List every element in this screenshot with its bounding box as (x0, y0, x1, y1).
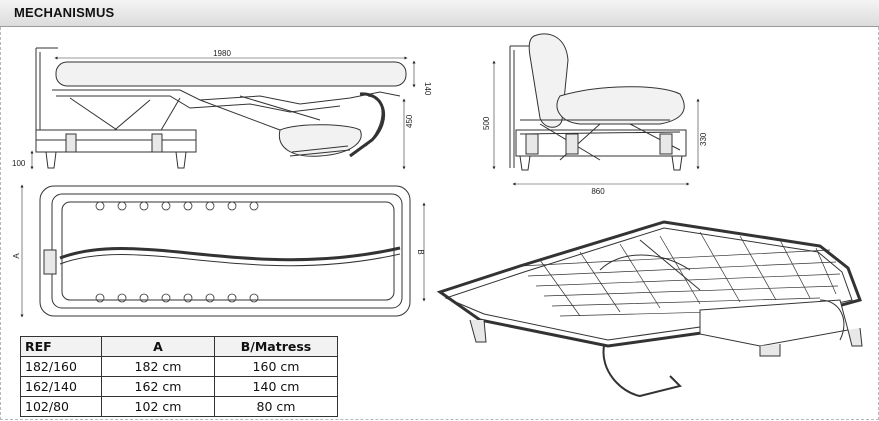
bed-frame-perspective (436, 220, 863, 398)
dim-side-leg: 100 (12, 159, 26, 168)
sofa-side-view-drawing (492, 33, 700, 186)
dim-side-length: 1980 (213, 49, 231, 58)
section-header: MECHANISMUS (0, 0, 879, 27)
dim-sofa-depth: 860 (591, 187, 605, 196)
cell-b: 160 cm (214, 356, 338, 377)
col-header-a: A (101, 336, 215, 357)
cell-b: 80 cm (214, 396, 338, 417)
dim-plan-width: A (12, 253, 21, 259)
cell-ref: 102/80 (20, 396, 102, 417)
cell-ref: 182/160 (20, 356, 102, 377)
cell-a: 162 cm (101, 376, 215, 397)
cell-ref: 162/140 (20, 376, 102, 397)
dim-side-thickness: 140 (423, 82, 432, 96)
col-header-b-matress: B/Matress (214, 336, 338, 357)
dim-sofa-height: 500 (482, 116, 491, 130)
ref-table: REF A B/Matress 182/160 182 cm 160 cm 16… (20, 336, 338, 417)
dim-plan-length: B (416, 249, 425, 254)
table-row: 162/140 162 cm 140 cm (20, 376, 338, 397)
cell-b: 140 cm (214, 376, 338, 397)
cell-a: 102 cm (101, 396, 215, 417)
table-row: 182/160 182 cm 160 cm (20, 356, 338, 377)
cell-a: 182 cm (101, 356, 215, 377)
section-title: MECHANISMUS (14, 5, 115, 20)
plan-view-drawing (20, 184, 426, 318)
table-header-row: REF A B/Matress (20, 336, 338, 357)
dim-sofa-seat: 330 (699, 132, 708, 146)
col-header-ref: REF (20, 336, 102, 357)
table-row: 102/80 102 cm 80 cm (20, 396, 338, 417)
side-view-drawing (30, 47, 416, 170)
dim-side-height: 450 (405, 114, 414, 128)
